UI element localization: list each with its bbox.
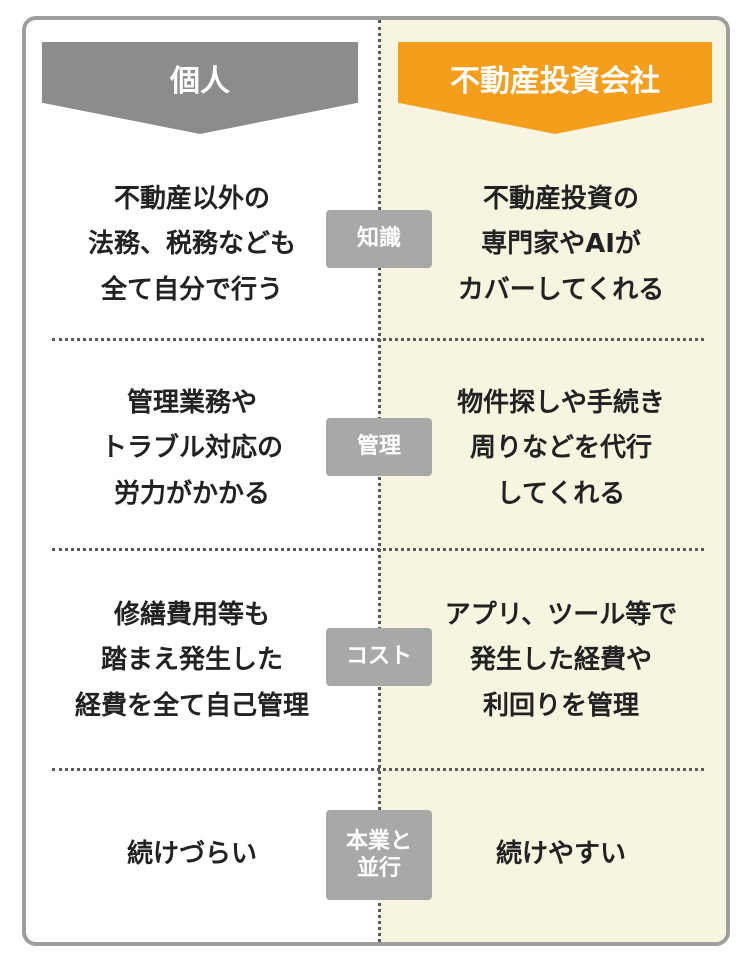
row-cost-company-text: アプリ、ツール等で 発生した経費や 利回りを管理 bbox=[444, 599, 678, 721]
row-cost: 修繕費用等も 踏まえ発生した 経費を全て自己管理 アプリ、ツール等で 発生した経… bbox=[26, 560, 726, 762]
label-side-business: 本業と 並行 bbox=[326, 810, 432, 900]
label-knowledge: 知識 bbox=[326, 210, 432, 268]
row-side-business-company: 続けやすい bbox=[396, 780, 726, 930]
row-side-business-individual-text: 続けづらい bbox=[126, 839, 257, 870]
row-management-company: 物件探しや手続き 周りなどを代行 してくれる bbox=[396, 350, 726, 548]
row-knowledge-company: 不動産投資の 専門家やAIが カバーしてくれる bbox=[396, 150, 726, 340]
row-cost-individual: 修繕費用等も 踏まえ発生した 経費を全て自己管理 bbox=[26, 560, 358, 762]
row-side-business-company-text: 続けやすい bbox=[495, 839, 626, 870]
row-knowledge-individual: 不動産以外の 法務、税務なども 全て自分で行う bbox=[26, 150, 358, 340]
row-side-business: 続けづらい 続けやすい bbox=[26, 780, 726, 930]
label-management: 管理 bbox=[326, 418, 432, 476]
header-individual: 個人 bbox=[42, 42, 358, 134]
row-divider bbox=[52, 338, 704, 341]
row-knowledge-company-text: 不動産投資の 専門家やAIが カバーしてくれる bbox=[457, 183, 665, 305]
column-divider bbox=[378, 20, 381, 942]
row-cost-individual-text: 修繕費用等も 踏まえ発生した 経費を全て自己管理 bbox=[74, 599, 309, 721]
right-column-background bbox=[379, 20, 726, 942]
header-individual-label: 個人 bbox=[170, 64, 230, 99]
row-divider bbox=[52, 768, 704, 771]
row-side-business-individual: 続けづらい bbox=[26, 780, 358, 930]
label-cost: コスト bbox=[326, 628, 432, 686]
row-knowledge-individual-text: 不動産以外の 法務、税務なども 全て自分で行う bbox=[87, 183, 296, 305]
row-divider bbox=[52, 548, 704, 551]
row-cost-company: アプリ、ツール等で 発生した経費や 利回りを管理 bbox=[396, 560, 726, 762]
row-management-individual-text: 管理業務や トラブル対応の 労力がかかる bbox=[100, 387, 283, 509]
comparison-table: 個人 不動産投資会社 不動産以外の 法務、税務なども 全て自分で行う 不動産投資… bbox=[22, 16, 730, 946]
row-management-company-text: 物件探しや手続き 周りなどを代行 してくれる bbox=[457, 387, 665, 509]
row-management-individual: 管理業務や トラブル対応の 労力がかかる bbox=[26, 350, 358, 548]
row-knowledge: 不動産以外の 法務、税務なども 全て自分で行う 不動産投資の 専門家やAIが カ… bbox=[26, 150, 726, 340]
header-company-label: 不動産投資会社 bbox=[450, 64, 660, 99]
row-management: 管理業務や トラブル対応の 労力がかかる 物件探しや手続き 周りなどを代行 して… bbox=[26, 350, 726, 548]
